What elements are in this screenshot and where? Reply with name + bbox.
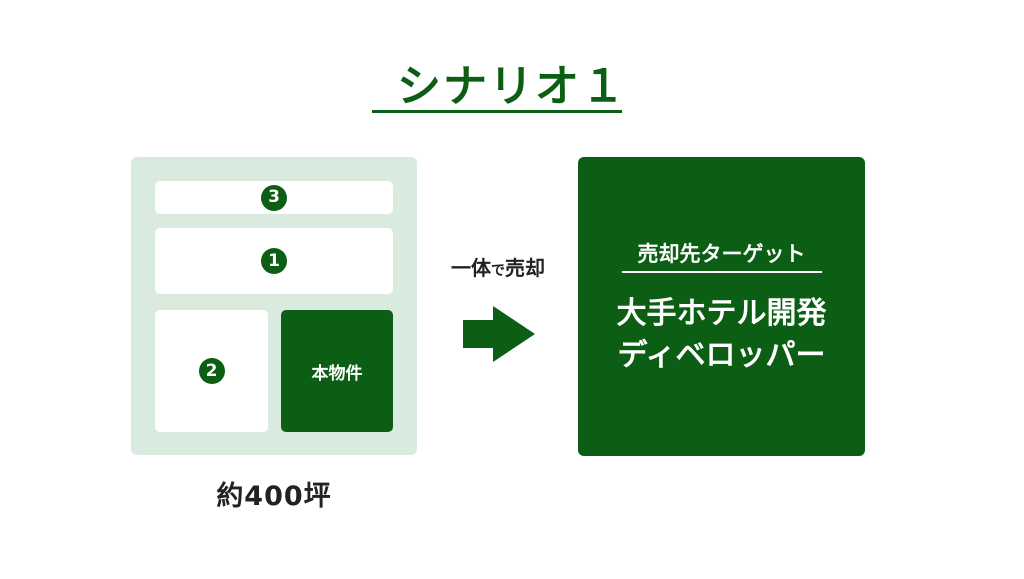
buyer-target-name: 大手ホテル開発 ディベロッパー <box>578 293 865 377</box>
plot-2-number: 2 <box>198 358 225 384</box>
buyer-target-name-line2: ディベロッパー <box>617 338 826 373</box>
buyer-target-underline <box>622 271 822 273</box>
plot-2: 2 <box>155 310 268 432</box>
plot-1-number: 1 <box>261 248 287 274</box>
site-diagram: 3 1 2 本物件 <box>131 157 417 455</box>
main-property-plot: 本物件 <box>281 310 393 432</box>
arrow-label: 一体で売却 <box>436 252 560 281</box>
site-area-label: 約400坪 <box>216 481 332 512</box>
buyer-target-box: 売却先ターゲット 大手ホテル開発 ディベロッパー <box>578 157 865 456</box>
buyer-target-name-line1: 大手ホテル開発 <box>616 296 827 331</box>
plot-3-number: 3 <box>261 184 287 211</box>
right-arrow-icon <box>463 306 535 362</box>
title-underline <box>372 110 622 113</box>
plot-1: 1 <box>155 228 393 294</box>
arrow-label-particle: で <box>491 263 505 279</box>
arrow-label-part1: 一体 <box>451 256 491 280</box>
buyer-target-label: 売却先ターゲット <box>637 242 806 266</box>
arrow-label-part2: 売却 <box>505 256 545 280</box>
scenario-title: シナリオ１ <box>397 61 627 112</box>
plot-3: 3 <box>155 181 393 214</box>
